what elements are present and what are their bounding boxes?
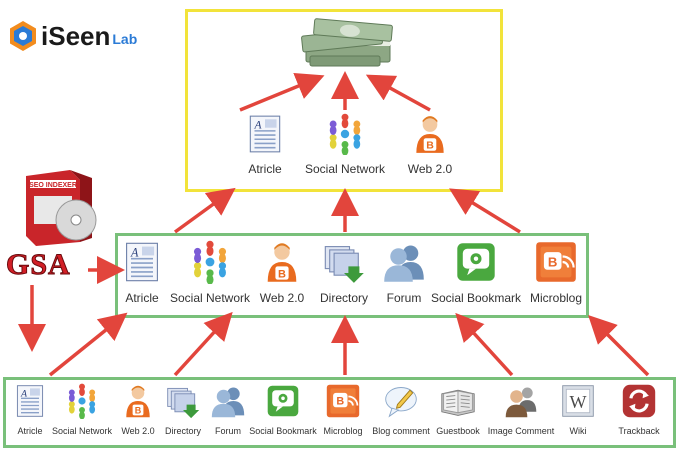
svg-text:B: B	[336, 396, 344, 408]
tier1-item-article: A Atricle	[210, 113, 320, 176]
tier-three-box	[3, 377, 676, 448]
guestbook-icon	[440, 383, 476, 424]
microblog-icon: B	[325, 383, 361, 424]
tier3-item-trackback: Trackback	[584, 383, 680, 436]
tier3-item-directory: Directory	[128, 383, 238, 436]
arrow-6	[449, 188, 521, 234]
tier3-item-label: Image Comment	[487, 426, 555, 436]
tier2-item-article: A Atricle	[87, 240, 197, 305]
tier1-item-label: Atricle	[248, 162, 282, 176]
brand-suffix: Lab	[112, 31, 138, 47]
tier3-item-social-bookmark: Social Bookmark	[228, 383, 338, 436]
arrow-10	[455, 312, 514, 377]
svg-text:A: A	[130, 246, 139, 260]
forum-icon	[382, 240, 426, 289]
forum-icon	[210, 383, 246, 424]
tier3-item-label: Web 2.0	[121, 426, 155, 436]
arrow-7	[48, 312, 128, 377]
web20-icon: B	[409, 113, 451, 160]
tier1-item-web20: B Web 2.0	[375, 113, 485, 176]
tier3-item-article: A Atricle	[0, 383, 85, 436]
tier2-item-label: Directory	[319, 291, 368, 305]
tier3-item-label: Guestbook	[436, 426, 480, 436]
svg-text:B: B	[426, 140, 434, 152]
arrow-4	[173, 187, 236, 234]
article-icon: A	[244, 113, 286, 160]
tier3-item-label: Trackback	[618, 426, 660, 436]
social-bookmark-icon	[265, 383, 301, 424]
blog-comment-icon	[383, 383, 419, 424]
tier3-item-image-comment: Image Comment	[466, 383, 576, 436]
tier2-item-label: Social Bookmark	[430, 291, 522, 305]
image-comment-icon	[503, 383, 539, 424]
tier3-item-label: Social Bookmark	[249, 426, 317, 436]
tier2-item-forum: Forum	[349, 240, 459, 305]
wiki-icon: W	[560, 383, 596, 424]
social-network-icon	[188, 240, 232, 289]
tier2-item-microblog: B Microblog	[501, 240, 611, 305]
tier3-item-blog-comment: Blog comment	[346, 383, 456, 436]
tier2-item-label: Social Network	[169, 291, 251, 305]
web20-icon: B	[120, 383, 156, 424]
svg-text:B: B	[548, 254, 558, 269]
tier1-item-social-network: Social Network	[290, 113, 400, 176]
tier3-item-label: Wiki	[569, 426, 587, 436]
tier2-item-label: Forum	[386, 291, 422, 305]
directory-icon	[322, 240, 366, 289]
arrow-8	[173, 311, 233, 377]
gsa-label: GSA	[6, 248, 71, 282]
tier3-item-label: Social Network	[51, 426, 113, 436]
social-network-icon	[324, 113, 366, 160]
tier3-item-label: Directory	[164, 426, 201, 436]
tier1-item-label: Social Network	[304, 162, 386, 176]
tier2-item-directory: Directory	[289, 240, 399, 305]
article-icon: A	[12, 383, 48, 424]
tier2-item-social-bookmark: Social Bookmark	[421, 240, 531, 305]
svg-text:B: B	[135, 406, 142, 416]
tier3-item-guestbook: Guestbook	[403, 383, 513, 436]
tier2-item-label: Web 2.0	[259, 291, 305, 305]
tier3-item-microblog: B Microblog	[288, 383, 398, 436]
tier2-item-label: Microblog	[529, 291, 583, 305]
tier3-item-label: Atricle	[17, 426, 43, 436]
brand-name: iSeen	[41, 20, 111, 51]
tier2-item-label: Atricle	[125, 291, 159, 305]
brand-logo: iSeen Lab	[8, 20, 137, 52]
svg-text:A: A	[20, 389, 28, 400]
trackback-icon	[621, 383, 657, 424]
seo-indexer-box-text: SEO INDEXER	[29, 182, 77, 189]
tier3-item-web20: B Web 2.0	[83, 383, 193, 436]
web20-icon: B	[260, 240, 304, 289]
social-bookmark-icon	[454, 240, 498, 289]
hexagon-logo-icon	[10, 21, 36, 51]
tier3-item-label: Microblog	[323, 426, 363, 436]
tier1-item-label: Web 2.0	[407, 162, 453, 176]
microblog-icon: B	[534, 240, 578, 289]
svg-text:A: A	[254, 120, 263, 132]
tier3-item-forum: Forum	[173, 383, 283, 436]
social-network-icon	[64, 383, 100, 424]
arrow-11	[588, 315, 650, 377]
tier3-item-label: Blog comment	[372, 426, 430, 436]
article-icon: A	[120, 240, 164, 289]
tier3-item-wiki: W Wiki	[523, 383, 633, 436]
tier2-item-social-network: Social Network	[155, 240, 265, 305]
money-stack-icon	[301, 18, 393, 67]
svg-text:B: B	[278, 268, 286, 280]
svg-text:W: W	[570, 392, 587, 412]
tier3-item-social-network: Social Network	[27, 383, 137, 436]
directory-icon	[165, 383, 201, 424]
tier3-item-label: Forum	[214, 426, 241, 436]
tier2-item-web20: B Web 2.0	[227, 240, 337, 305]
seo-indexer-box-icon: SEO INDEXER	[26, 170, 97, 246]
